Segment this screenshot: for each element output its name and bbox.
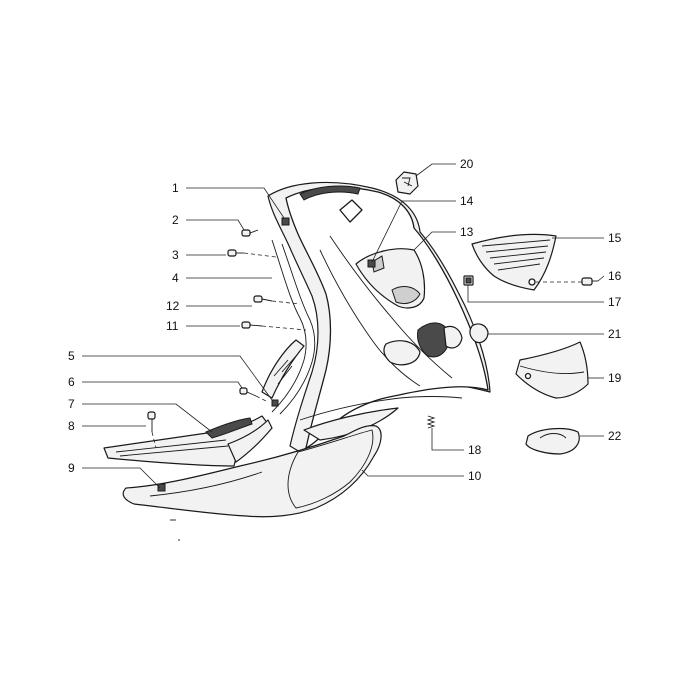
screw-16-part [536, 277, 598, 286]
callout-19: 19 [608, 371, 622, 385]
screw-3-part [227, 249, 277, 258]
callout-15: 15 [608, 231, 622, 245]
callout-1: 1 [172, 181, 179, 195]
leader-lines [82, 163, 605, 489]
callout-17: 17 [608, 295, 622, 309]
plug-21-part [469, 323, 489, 344]
lower-side-panel-part [122, 425, 382, 518]
callout-16: 16 [608, 269, 622, 283]
callout-22: 22 [608, 429, 622, 443]
callout-8: 8 [68, 419, 75, 433]
clip-14-part [367, 259, 376, 268]
callout-10: 10 [468, 469, 482, 483]
front-shield-part [267, 181, 491, 453]
callout-3: 3 [172, 248, 179, 262]
callout-20: 20 [460, 157, 474, 171]
callout-6: 6 [68, 375, 75, 389]
emblem-22-part [525, 427, 580, 455]
side-strip-part [261, 339, 305, 399]
clip-9-part [157, 483, 166, 492]
inner-cover-19-part [515, 341, 589, 399]
grille-cover-part [471, 233, 557, 291]
clip-nut-17-part [463, 275, 474, 286]
spring-18-part [426, 415, 436, 429]
callout-labels: 1 2 3 4 5 6 7 8 9 10 11 12 13 14 15 16 1… [68, 157, 622, 483]
callout-18: 18 [468, 443, 482, 457]
callout-9: 9 [68, 461, 75, 475]
callout-21: 21 [608, 327, 622, 341]
callout-5: 5 [68, 349, 75, 363]
clip-5-part [271, 399, 279, 407]
screw-6-part [239, 387, 269, 403]
screw-12-part [253, 295, 301, 305]
footrest-part [103, 415, 273, 467]
callout-2: 2 [172, 213, 179, 227]
badge-part [395, 171, 419, 195]
screw-2-part [241, 229, 259, 237]
callout-11: 11 [166, 319, 179, 333]
callout-14: 14 [460, 194, 474, 208]
callout-7: 7 [68, 397, 75, 411]
screw-8-part [147, 411, 157, 449]
clip-1-part [281, 217, 290, 226]
callout-12: 12 [166, 299, 180, 313]
screw-11-part [241, 321, 307, 331]
callout-4: 4 [172, 271, 179, 285]
callout-13: 13 [460, 225, 474, 239]
